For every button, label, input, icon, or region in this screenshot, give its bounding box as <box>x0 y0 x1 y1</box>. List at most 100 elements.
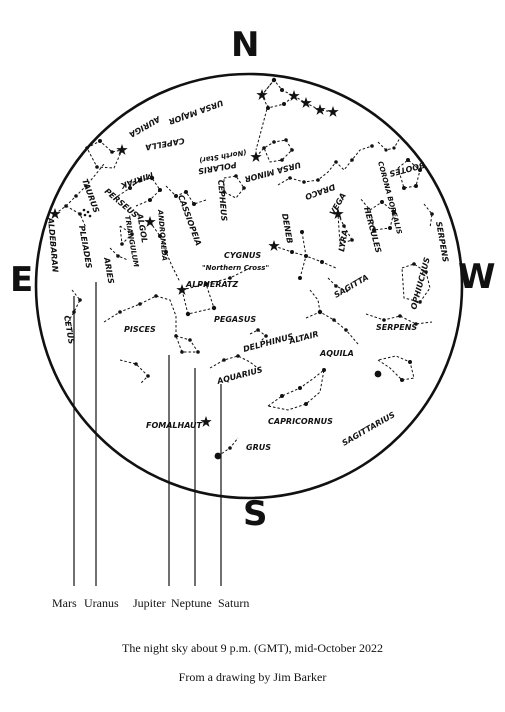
star-dot-icon <box>400 378 404 382</box>
star-dot-icon <box>304 254 308 258</box>
west-label: W <box>458 257 496 297</box>
label-pisces: PISCES <box>124 325 156 334</box>
star-dot-icon <box>222 190 226 194</box>
label-auriga: AURIGA <box>127 114 162 139</box>
star-dot-icon <box>414 184 418 188</box>
label-grus: GRUS <box>246 443 271 452</box>
star-dot-icon <box>214 452 222 460</box>
planet-label-jupiter: Jupiter <box>133 596 166 610</box>
delphinus-lines <box>249 329 267 343</box>
star-dot-icon <box>388 226 392 230</box>
planet-pointer-lines <box>73 282 222 586</box>
label-northern-cross: "Northern Cross" <box>202 264 269 272</box>
star-dot-icon <box>298 386 302 390</box>
ursa-minor-lines <box>255 139 293 163</box>
star-dot-icon <box>203 281 209 287</box>
star-dot-icon <box>74 194 78 198</box>
sagittarius-lines <box>377 355 415 381</box>
star-dot-icon <box>372 228 376 232</box>
bright-star-icon <box>250 151 262 162</box>
star-dot-icon <box>146 374 150 378</box>
sky-horizon-circle <box>34 72 464 500</box>
star-dot-icon <box>430 212 434 216</box>
star-dot-icon <box>180 350 184 354</box>
planet-label-neptune: Neptune <box>171 596 212 610</box>
figure-credit: From a drawing by Jim Barker <box>178 670 327 684</box>
label-sagitta: SAGITTA <box>333 273 371 300</box>
bright-star-icon <box>116 144 128 155</box>
star-dot-icon <box>228 446 232 450</box>
star-dot-icon <box>300 230 304 234</box>
label-aquila: AQUILA <box>319 349 354 358</box>
star-dot-icon <box>116 254 120 258</box>
serpens-lower-lines <box>365 313 433 325</box>
polaris-pointer <box>255 104 269 151</box>
star-dot-icon <box>83 213 87 217</box>
star-dot-icon <box>304 402 308 406</box>
label-cepheus: CEPHEUS <box>216 179 229 221</box>
bright-stars <box>49 89 344 427</box>
star-dot-icon <box>392 146 396 150</box>
star-dot-icon <box>384 148 388 152</box>
star-dot-icon <box>222 358 226 362</box>
cepheus-lines <box>223 175 245 199</box>
label-ursa-minor: URSA MINOR <box>243 160 301 184</box>
star-dot-icon <box>280 394 284 398</box>
taurus-lines-2 <box>65 205 87 229</box>
star-dot-icon <box>211 305 217 311</box>
star-dot-icon <box>370 144 374 148</box>
bright-star-icon <box>327 106 339 117</box>
label-aries: ARIES <box>102 256 116 285</box>
label-aldebaran: ALDEBARAN <box>46 216 60 273</box>
south-label: S <box>243 494 268 534</box>
star-dot-icon <box>290 148 294 152</box>
bright-star-icon <box>332 208 344 219</box>
east-label: E <box>10 260 34 300</box>
north-label: N <box>231 25 260 65</box>
taurus-lines <box>54 163 105 215</box>
corona-lines <box>377 137 401 151</box>
star-dot-icon <box>382 318 386 322</box>
label-perseus: PERSEUS <box>103 187 140 220</box>
aquarius-lines <box>209 355 261 371</box>
label-serpens-upper: SERPENS <box>434 221 450 263</box>
star-dot-icon <box>84 184 88 188</box>
star-dot-icon <box>118 310 122 314</box>
star-dot-icon <box>95 165 99 169</box>
ophiuchus-lines <box>401 263 431 303</box>
label-aquarius: AQUARIUS <box>215 365 264 386</box>
label-capella: CAPELLA <box>144 136 185 152</box>
label-mirfak: MIRFAK <box>119 170 155 190</box>
star-dot-icon <box>302 180 306 184</box>
star-dot-icon <box>334 284 338 288</box>
star-dot-icon <box>412 262 416 266</box>
star-dot-icon <box>406 158 410 162</box>
star-dot-icon <box>334 160 338 164</box>
star-dot-icon <box>256 328 260 332</box>
label-draco: DRACO <box>304 182 337 201</box>
pleiades-cluster <box>82 208 92 218</box>
star-dot-icon <box>158 234 162 238</box>
bootes-lines <box>397 159 421 189</box>
aries-lines <box>109 247 129 261</box>
star-dot-icon <box>344 328 348 332</box>
star-dot-icon <box>342 224 346 228</box>
star-dot-icon <box>128 186 132 190</box>
label-capricornus: CAPRICORNUS <box>268 417 333 426</box>
star-dot-icon <box>332 318 336 322</box>
star-dot-icon <box>316 178 320 182</box>
label-deneb: DENEB <box>280 213 294 244</box>
star-dot-icon <box>392 210 396 214</box>
star-dot-icon <box>88 214 92 218</box>
cetus-lines-2 <box>119 359 149 385</box>
label-taurus: TAURUS <box>80 178 101 215</box>
star-dot-icon <box>184 190 188 194</box>
star-dot-icon <box>374 370 382 378</box>
star-dot-icon <box>148 198 152 202</box>
star-dot-icon <box>134 362 138 366</box>
star-dot-icon <box>418 168 422 172</box>
star-dot-icon <box>138 178 142 182</box>
capricornus-lines <box>267 368 325 411</box>
star-dot-icon <box>320 260 324 264</box>
